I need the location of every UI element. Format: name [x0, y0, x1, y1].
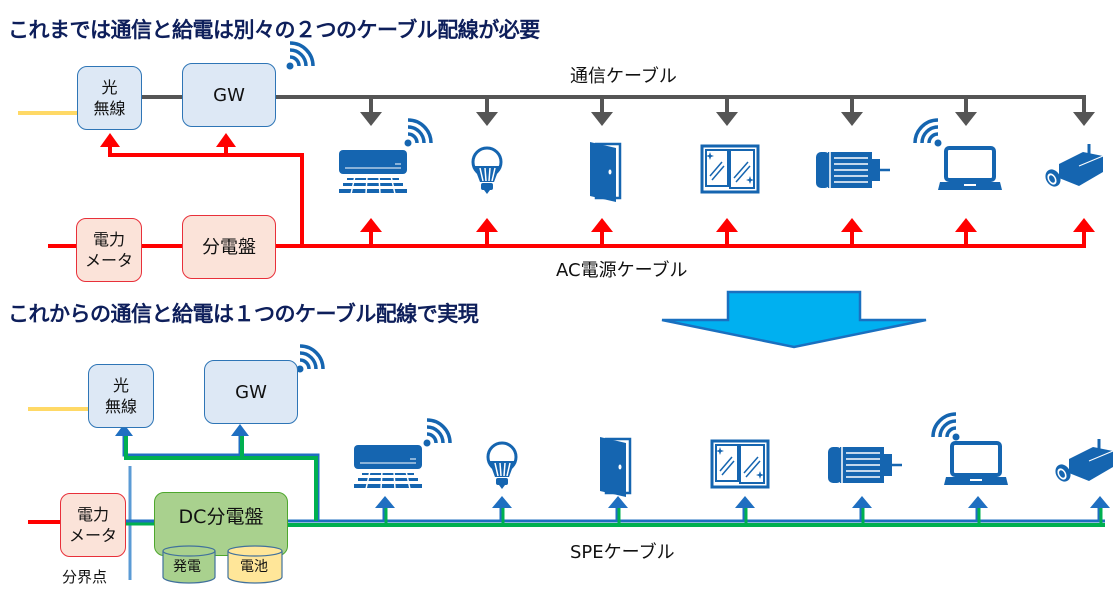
generation-label: 発電	[173, 559, 201, 575]
spe-arrow-icon	[735, 496, 755, 508]
ac-power-drops	[360, 218, 1095, 246]
spe-arrow-icon	[852, 496, 872, 508]
wifi-icon	[931, 412, 962, 443]
devices-after	[353, 412, 1115, 499]
power-arrow-optical	[100, 133, 120, 147]
transition-arrow-icon	[661, 290, 927, 349]
dc-distribution-panel-box: DC分電盤	[154, 492, 288, 556]
optical-wireless-box-after: 光 無線	[88, 364, 154, 428]
gw-box-after: GW	[204, 360, 298, 424]
power-meter-box-before: 電力 メータ	[76, 218, 142, 282]
spe-arrow-icon	[375, 496, 395, 508]
comm-arrow-icon	[841, 112, 863, 126]
battery-cylinder-icon	[227, 545, 283, 584]
spe-arrow-gw	[231, 424, 249, 436]
door-icon-before	[588, 140, 622, 204]
wifi-icon	[421, 418, 452, 449]
light-bulb-icon-before	[471, 146, 503, 196]
generation-cylinder-icon	[162, 545, 216, 584]
motor-icon-after	[826, 445, 904, 485]
laptop-icon-before	[936, 146, 1004, 192]
power-arrow-icon	[476, 218, 498, 232]
window-icon-before	[700, 144, 760, 194]
spe-arrow-icon	[492, 496, 512, 508]
comm-arrow-icon	[360, 112, 382, 126]
gw-wifi-icon-after	[294, 344, 325, 375]
window-icon-after	[710, 439, 770, 489]
power-arrow-gw	[216, 133, 236, 147]
gw-box-before: GW	[182, 63, 276, 127]
comm-cable-label: 通信ケーブル	[570, 66, 677, 87]
laptop-icon-after	[942, 441, 1010, 487]
comm-arrow-icon	[591, 112, 613, 126]
motor-icon-before	[814, 150, 892, 190]
ac-power-cable-label: AC電源ケーブル	[556, 260, 688, 281]
power-arrow-icon	[1073, 218, 1095, 232]
spe-arrow-icon	[608, 496, 628, 508]
comm-arrow-icon	[1073, 112, 1095, 126]
gw-wifi-icon-before	[284, 41, 315, 72]
security-camera-icon-after	[1050, 437, 1115, 486]
heading-after: これからの通信と給電は１つのケーブル配線で実現	[8, 302, 479, 326]
spe-arrow-icon	[1090, 496, 1110, 508]
door-icon-after	[598, 435, 632, 499]
power-arrow-icon	[841, 218, 863, 232]
spe-cable-label: SPEケーブル	[570, 542, 675, 563]
devices-before	[338, 118, 1105, 204]
power-arrow-icon	[955, 218, 977, 232]
light-bulb-icon-after	[486, 441, 518, 491]
air-conditioner-icon-before	[338, 149, 408, 195]
distribution-panel-box: 分電盤	[182, 215, 276, 279]
comm-arrow-icon	[716, 112, 738, 126]
power-arrow-icon	[360, 218, 382, 232]
power-meter-box-after: 電力 メータ	[60, 493, 126, 557]
wifi-icon	[402, 118, 433, 149]
comm-cable-drops	[360, 97, 1095, 126]
security-camera-icon-before	[1040, 142, 1105, 191]
spe-drops	[375, 496, 1110, 525]
comm-arrow-icon	[955, 112, 977, 126]
comm-arrow-icon	[476, 112, 498, 126]
battery-label: 電池	[240, 559, 268, 575]
power-arrow-icon	[716, 218, 738, 232]
optical-wireless-box-before: 光 無線	[77, 66, 142, 130]
wifi-icon	[913, 118, 944, 149]
spe-arrow-optical	[115, 424, 133, 436]
power-arrow-icon	[591, 218, 613, 232]
boundary-point-label: 分界点	[62, 568, 108, 586]
spe-arrow-icon	[968, 496, 988, 508]
heading-before: これまでは通信と給電は別々の２つのケーブル配線が必要	[8, 18, 540, 42]
air-conditioner-icon-after	[353, 444, 423, 490]
